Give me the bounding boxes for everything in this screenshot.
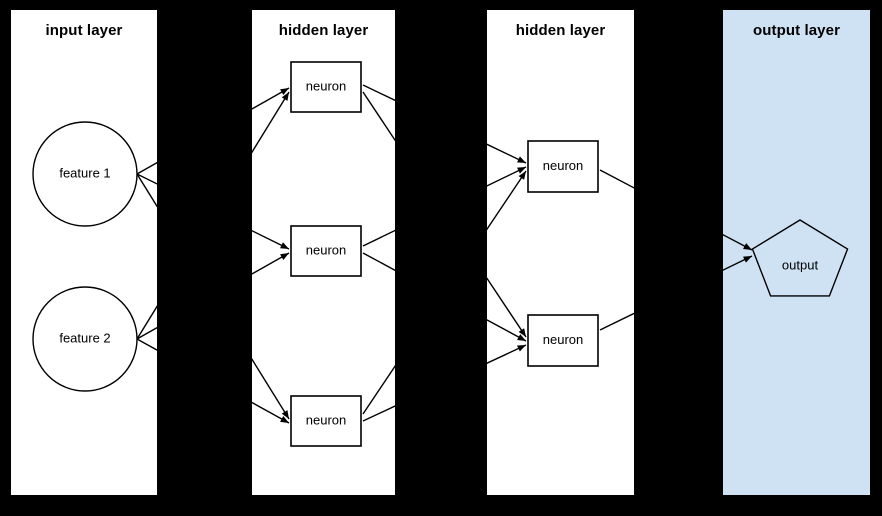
node-label-hidden2-neuron-1: neuron	[543, 158, 583, 173]
node-label-hidden2-neuron-2: neuron	[543, 332, 583, 347]
layer-title-input: input layer	[45, 22, 123, 39]
layer-title-hidden-2: hidden layer	[515, 22, 606, 39]
node-hidden2-neuron-2[interactable]: neuron	[527, 314, 599, 367]
node-output-node[interactable]: output	[751, 219, 849, 297]
layer-panel-hidden-2: neuron neuron hidden layer	[487, 10, 634, 495]
node-feature-2[interactable]: feature 2	[32, 286, 138, 392]
layer-panel-input: feature 1 feature 2 input layer	[11, 10, 157, 495]
node-hidden1-neuron-3[interactable]: neuron	[290, 395, 362, 447]
layer-panel-hidden-1: neuron neuron neuron hidden layer	[252, 10, 395, 495]
layer-background-hidden-2	[487, 10, 634, 495]
layer-nodes-hidden-1: neuron neuron neuron	[290, 61, 362, 447]
node-hidden1-neuron-2[interactable]: neuron	[290, 225, 362, 277]
layer-nodes-output: output	[751, 219, 849, 297]
node-label-feature-1: feature 1	[59, 165, 110, 180]
layer-title-hidden-1: hidden layer	[278, 22, 369, 39]
node-label-feature-2: feature 2	[59, 330, 110, 345]
layer-panel-output: output output layer	[723, 10, 870, 495]
node-hidden2-neuron-1[interactable]: neuron	[527, 140, 599, 193]
layer-title-output: output layer	[752, 22, 841, 39]
node-label-hidden1-neuron-1: neuron	[306, 78, 346, 93]
node-label-hidden1-neuron-3: neuron	[306, 412, 346, 427]
node-feature-1[interactable]: feature 1	[32, 121, 138, 227]
layer-background-input	[11, 10, 157, 495]
node-label-hidden1-neuron-2: neuron	[306, 242, 346, 257]
layer-nodes-hidden-2: neuron neuron	[527, 140, 599, 367]
node-label-output-node: output	[782, 257, 819, 272]
node-hidden1-neuron-1[interactable]: neuron	[290, 61, 362, 113]
layer-nodes-input: feature 1 feature 2	[32, 121, 138, 392]
